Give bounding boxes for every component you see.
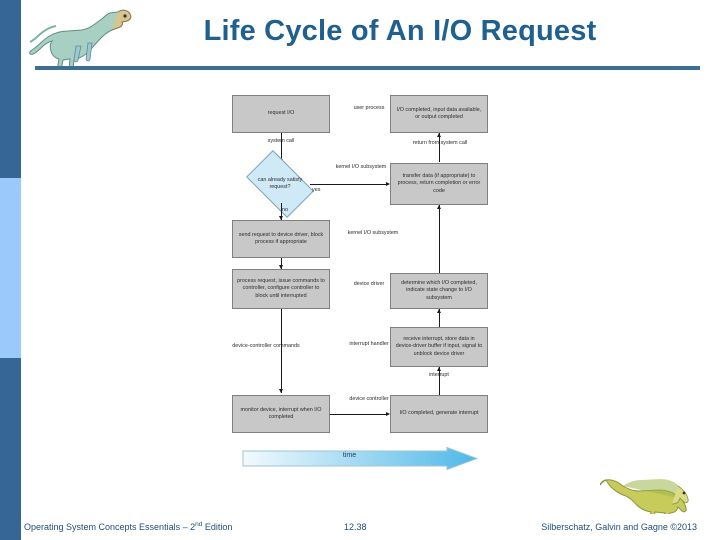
arrowhead-process-to-monitor: [278, 389, 283, 393]
edge-no-to-send-request: [281, 203, 282, 220]
edge-label-return-from-system-call: return from system call: [412, 140, 468, 146]
lane-label-device-controller: device controller: [349, 396, 389, 402]
slide-number: 12.38: [344, 522, 367, 532]
edge-send-to-process: [281, 258, 282, 269]
node-io-completed-top: I/O completed, input data available, or …: [390, 95, 488, 133]
time-axis-arrow: [242, 447, 478, 470]
node-request-io: request I/O: [232, 95, 330, 133]
node-process-request: process request, issue commands to contr…: [232, 269, 330, 309]
edge-label-device-controller-commands: device-controller commands: [232, 343, 300, 349]
edge-yes-to-transfer-data: [310, 184, 388, 185]
arrowhead-receive-to-determine: [436, 309, 441, 313]
arrowhead-monitor-to-io-completed: [386, 411, 390, 416]
sidebar-rail-top: [0, 0, 21, 178]
node-io-completed-generate-interrupt: I/O completed, generate interrupt: [390, 395, 488, 433]
arrowhead-interrupt-to-receive: [436, 367, 441, 371]
edge-label-yes: yes: [312, 187, 321, 193]
edge-determine-to-transfer: [439, 205, 440, 273]
title-divider: [35, 66, 700, 70]
edge-label-no: no: [282, 207, 288, 213]
lane-label-interrupt-handler: interrupt handler: [349, 341, 389, 347]
node-transfer-data: transfer data (if appropriate) to proces…: [390, 163, 488, 205]
io-request-lifecycle-diagram: request I/O user process I/O completed, …: [200, 85, 520, 485]
arrowhead-send-to-process: [278, 265, 283, 269]
edge-label-interrupt: interrupt: [429, 372, 449, 378]
slide-header: Life Cycle of An I/O Request: [0, 0, 720, 72]
node-receive-interrupt: receive interrupt, store data in device-…: [390, 327, 488, 367]
lane-label-kernel-io-subsystem-1: kernel I/O subsystem: [335, 164, 387, 170]
footer-edition-text: Operating System Concepts Essentials – 2…: [24, 521, 232, 532]
footer-edition-ordinal: nd: [195, 521, 203, 528]
arrowhead-determine-to-transfer: [436, 205, 441, 209]
dinosaur-footer-icon: [600, 479, 689, 514]
footer-edition-main: Operating System Concepts Essentials – 2: [24, 522, 196, 532]
sidebar-rail-middle: [0, 178, 21, 358]
edge-return-from-system-call: [439, 133, 440, 162]
edge-system-call: [281, 133, 282, 162]
footer-copyright: Silberschatz, Galvin and Gagne ©2013: [541, 522, 697, 532]
node-send-request: send request to device driver, block pro…: [232, 220, 330, 258]
time-axis-label: time: [342, 452, 357, 459]
footer-edition-tail: Edition: [202, 522, 233, 532]
edge-monitor-to-io-completed: [330, 414, 388, 415]
edge-interrupt-to-receive: [439, 367, 440, 395]
lane-label-kernel-io-subsystem-2: kernel I/O subsystem: [347, 230, 399, 236]
sidebar-rail-bottom: [0, 358, 21, 540]
lane-label-user-process: user process: [353, 105, 385, 111]
node-decision-label: can already satisfy request?: [257, 177, 303, 190]
arrowhead-return-from-system-call: [436, 133, 441, 137]
dinosaur-logo-icon: [29, 9, 132, 66]
edge-process-to-monitor: [281, 309, 282, 393]
edge-label-system-call: system call: [267, 138, 295, 144]
node-monitor-device: monitor device, interrupt when I/O compl…: [232, 395, 330, 433]
lane-label-device-driver: device driver: [353, 281, 385, 287]
node-determine-which-io: determine which I/O completed, indicate …: [390, 273, 488, 309]
edge-receive-to-determine: [439, 309, 440, 327]
arrowhead-no: [278, 216, 283, 220]
arrowhead-yes: [386, 181, 390, 186]
slide-footer: Operating System Concepts Essentials – 2…: [0, 479, 720, 540]
page-title: Life Cycle of An I/O Request: [203, 15, 597, 47]
